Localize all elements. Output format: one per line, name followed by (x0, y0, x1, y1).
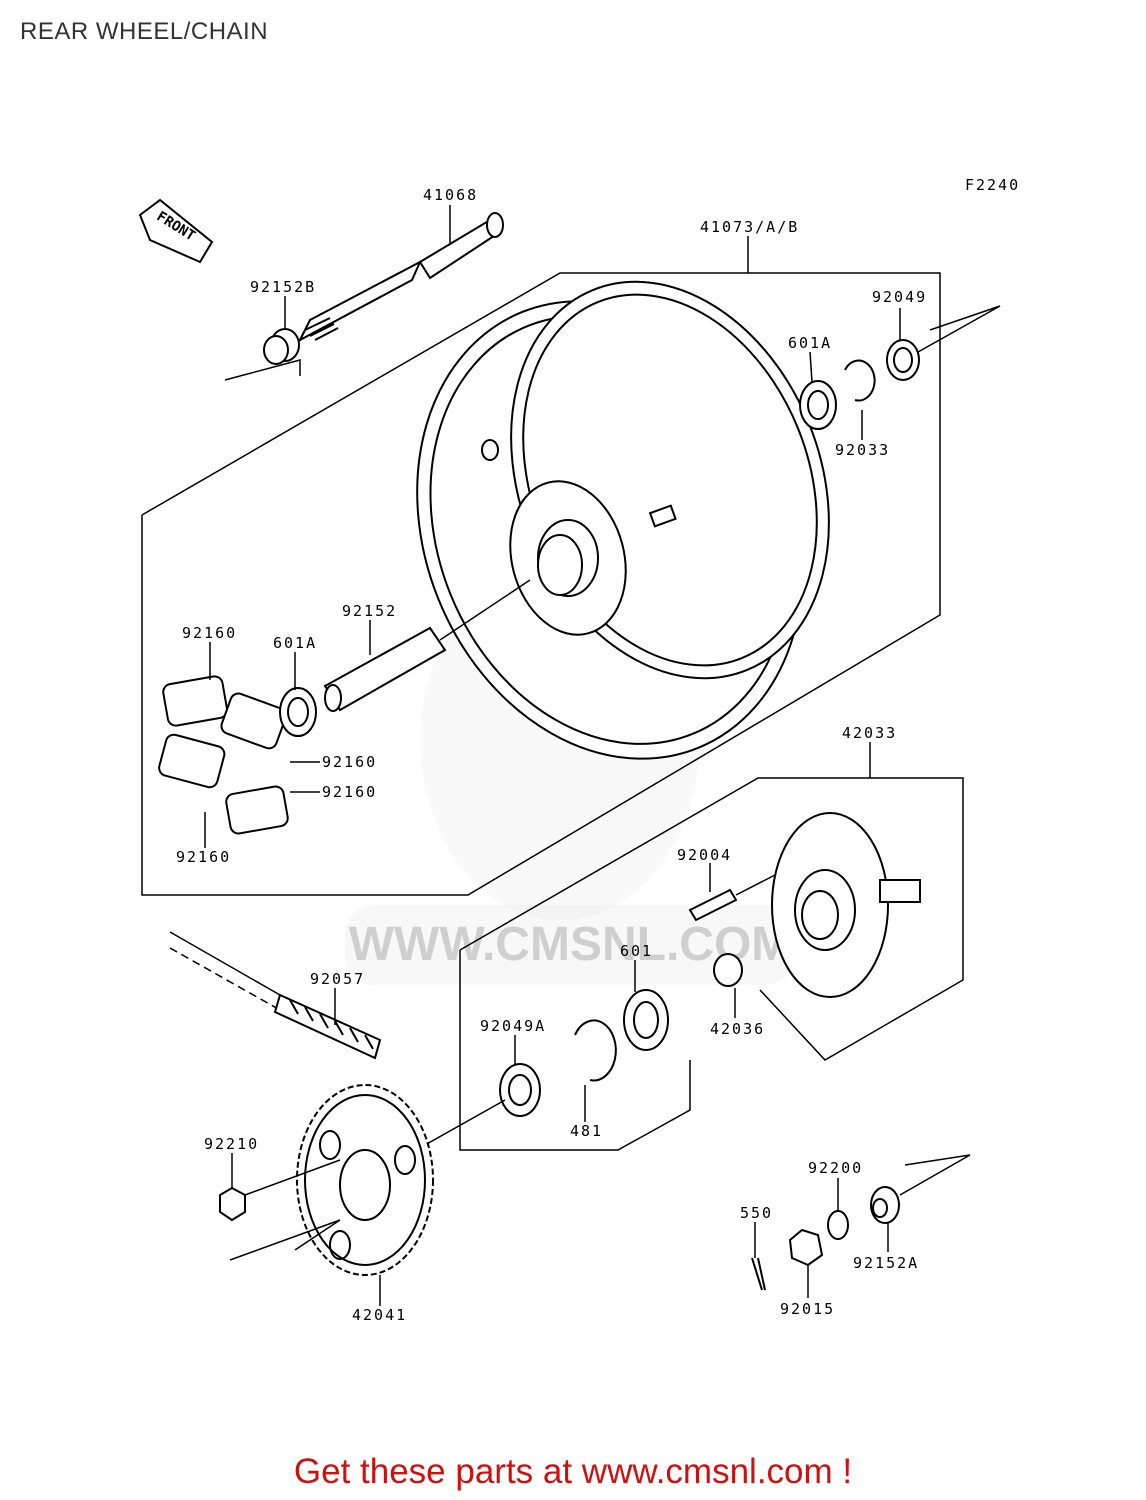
label-42041: 42041 (352, 1306, 407, 1324)
label-92057: 92057 (310, 970, 365, 988)
label-42036: 42036 (710, 1020, 765, 1038)
label-601a-top: 601A (788, 334, 832, 352)
nut-92210-part (219, 1186, 246, 1222)
bearing-601a-top-part (799, 380, 837, 430)
collar-92152-part (323, 626, 447, 712)
collar-guide-line (899, 1154, 971, 1196)
label-41073: 41073/A/B (700, 218, 799, 236)
figure-code: F2240 (965, 176, 1020, 194)
promo-footer-link[interactable]: Get these parts at www.cmsnl.com ! (293, 1452, 853, 1491)
sprocket-hub-42033-part (771, 812, 921, 998)
seal-guide-line (917, 305, 1001, 353)
label-92152a: 92152A (853, 1254, 919, 1272)
collar-92152a-part (870, 1186, 900, 1224)
leader-lines (204, 205, 901, 1306)
rear-wheel-part (416, 280, 830, 760)
sprocket-guide-line (229, 1219, 341, 1261)
hub-group-frame (459, 777, 964, 1061)
label-92200: 92200 (808, 1159, 863, 1177)
label-92049: 92049 (872, 288, 927, 306)
oil-seal-92049a-part (499, 1063, 541, 1117)
label-601a-left: 601A (273, 634, 317, 652)
label-42033: 42033 (842, 724, 897, 742)
wheel-group-frame (141, 272, 941, 896)
bearing-601-part (623, 989, 669, 1051)
label-92004: 92004 (677, 846, 732, 864)
nut-92015-part (788, 1228, 824, 1267)
rear-axle-part (297, 212, 504, 343)
label-92210: 92210 (204, 1135, 259, 1153)
label-601: 601 (620, 942, 653, 960)
circlip-92033-part (844, 359, 876, 402)
label-92160-a: 92160 (182, 624, 237, 642)
cotter-pin-550-part (751, 1257, 766, 1291)
axle-guide-line (224, 359, 301, 381)
collar-42036-part (713, 953, 743, 987)
label-481: 481 (570, 1122, 603, 1140)
collar-92152b-part (263, 328, 300, 365)
label-92160-d: 92160 (176, 848, 231, 866)
label-92152: 92152 (342, 602, 397, 620)
label-550: 550 (740, 1204, 773, 1222)
chain-92057-part (169, 931, 382, 1060)
label-41068: 41068 (423, 186, 478, 204)
bearing-601a-left-part (279, 687, 317, 737)
damper-92160-parts (158, 675, 289, 835)
circlip-481-part (574, 1019, 617, 1082)
label-92152b: 92152B (250, 278, 316, 296)
label-92033: 92033 (835, 441, 890, 459)
page-title: REAR WHEEL/CHAIN (20, 18, 269, 45)
hub-group-frame-lower (459, 950, 691, 1151)
label-92049a: 92049A (480, 1017, 546, 1035)
oil-seal-92049-part (886, 339, 920, 381)
label-92160-c: 92160 (322, 783, 377, 801)
label-92015: 92015 (780, 1300, 835, 1318)
stud-92004-part (688, 888, 738, 922)
washer-92200-part (827, 1210, 849, 1240)
label-92160-b: 92160 (322, 753, 377, 771)
front-arrow-icon: FRONT (138, 198, 214, 264)
rear-sprocket-42041-part (296, 1084, 434, 1276)
